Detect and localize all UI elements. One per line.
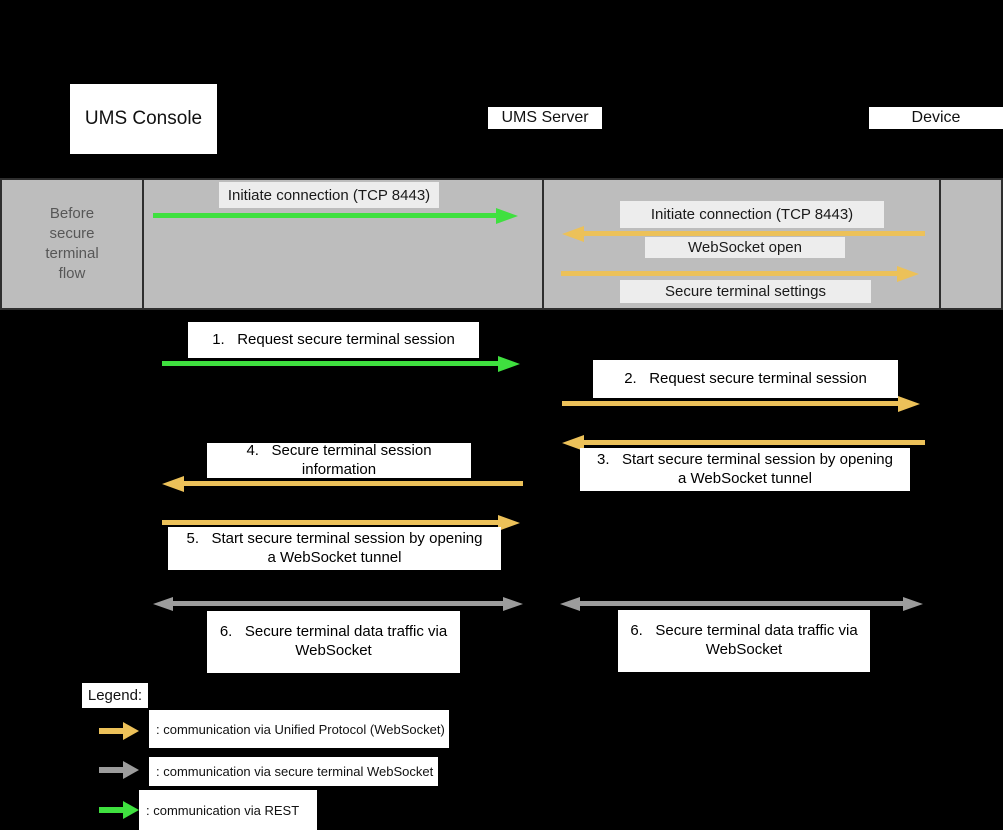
legend-item-rest: : communication via REST	[139, 790, 317, 830]
band-msg-websocket-open-label: WebSocket open	[645, 237, 845, 258]
lifeline-device	[939, 180, 941, 308]
legend-secure-terminal-arrow-icon	[99, 761, 139, 779]
lifeline-ums-console	[142, 180, 144, 308]
step-2-label: 2. Request secure terminal session	[593, 360, 898, 398]
band-arrow-websocket-open	[561, 265, 919, 282]
legend-rest-arrow-icon	[99, 801, 139, 819]
band-arrow-initiate-connection-unified	[562, 225, 925, 242]
step-2-arrow	[562, 395, 920, 412]
actor-label-device: Device	[911, 109, 961, 126]
legend-item-secure-terminal: : communication via secure terminal WebS…	[149, 757, 438, 786]
actor-box-ums-server: UMS Server	[488, 107, 602, 129]
step-1-label: 1. Request secure terminal session	[188, 322, 479, 358]
lifeline-ums-server	[542, 180, 544, 308]
legend-item-unified-protocol: : communication via Unified Protocol (We…	[149, 710, 449, 748]
step-4-arrow	[162, 475, 523, 492]
step-6-arrow-server-device	[560, 596, 923, 611]
band-arrow-initiate-connection-rest	[153, 207, 518, 224]
actor-box-device: Device	[869, 107, 1003, 129]
phase-band-label: Before secure terminal flow	[45, 204, 99, 283]
step-3-label: 3. Start secure terminal session by open…	[580, 448, 910, 491]
actor-box-ums-console: UMS Console	[70, 84, 217, 154]
legend-unified-protocol-arrow-icon	[99, 722, 139, 740]
step-3-arrow	[562, 434, 925, 451]
step-1-arrow	[162, 355, 520, 372]
band-msg-secure-terminal-settings-label: Secure terminal settings	[620, 280, 871, 303]
actor-label-ums-console: UMS Console	[84, 108, 203, 129]
step-5-arrow	[162, 514, 520, 531]
step-4-label: 4. Secure terminal session information	[207, 443, 471, 478]
step-6-label-right: 6. Secure terminal data traffic via WebS…	[618, 610, 870, 672]
step-5-label: 5. Start secure terminal session by open…	[168, 527, 501, 570]
legend-title: Legend:	[82, 683, 148, 708]
step-6-arrow-console-server	[153, 596, 523, 611]
band-msg-initiate-connection-unified-label: Initiate connection (TCP 8443)	[620, 201, 884, 228]
band-msg-initiate-connection-rest-label: Initiate connection (TCP 8443)	[219, 182, 439, 208]
actor-label-ums-server: UMS Server	[501, 109, 589, 126]
step-6-label-left: 6. Secure terminal data traffic via WebS…	[207, 611, 460, 673]
